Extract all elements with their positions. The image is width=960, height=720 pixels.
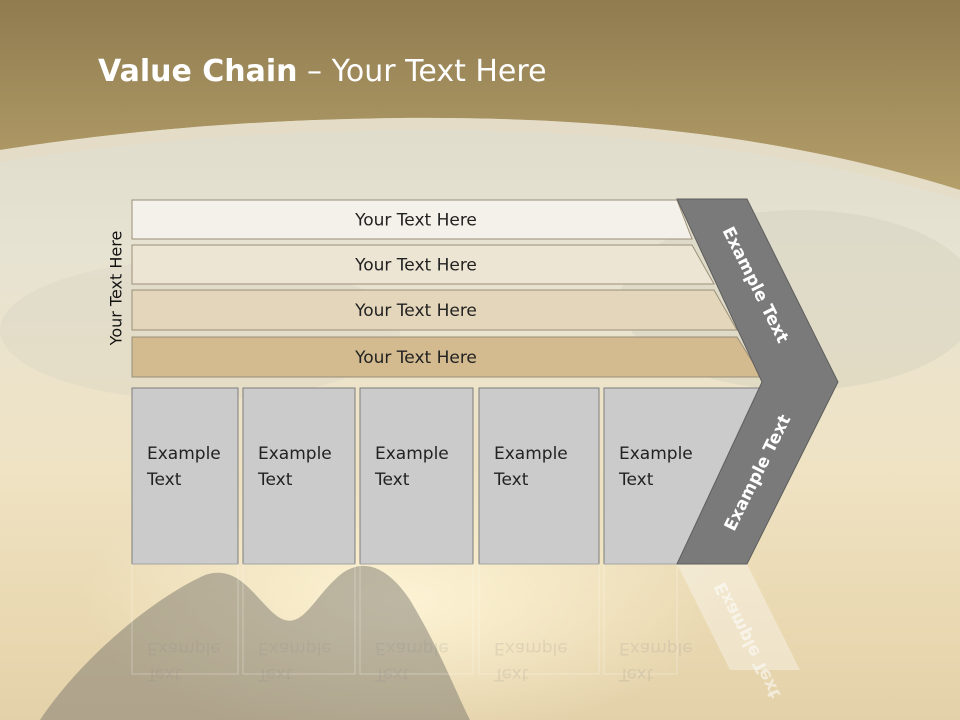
reflection-cell-1 — [131, 563, 239, 675]
reflection-cell-3 — [359, 563, 474, 675]
primary-cell-label-2-line1: Example — [258, 444, 332, 464]
title-rest-part: – Your Text Here — [297, 54, 547, 89]
primary-cell-3 — [359, 387, 474, 565]
slide-title: Value Chain – Your Text Here — [98, 54, 547, 89]
primary-cell-label-1-line2: Text — [146, 470, 182, 490]
reflection-cell-2 — [242, 563, 356, 675]
reflection-cell-label-2-line1: Example — [258, 638, 332, 658]
primary-cell-2 — [242, 387, 356, 565]
support-bar-label-1: Your Text Here — [354, 211, 477, 231]
title-bold-part: Value Chain — [98, 54, 298, 89]
primary-cell-label-2-line2: Text — [257, 470, 293, 490]
reflection-cell-label-4-line1: Example — [494, 638, 568, 658]
support-bar-label-3: Your Text Here — [354, 301, 477, 321]
reflection-cell-label-3-line1: Example — [375, 638, 449, 658]
reflection-cell-label-5-line2: Text — [618, 664, 654, 684]
primary-cell-label-5-line1: Example — [619, 444, 693, 464]
primary-cell-4 — [478, 387, 600, 565]
support-bar-label-2: Your Text Here — [354, 256, 477, 276]
primary-cell-label-3-line1: Example — [375, 444, 449, 464]
primary-cell-label-5-line2: Text — [618, 470, 654, 490]
reflection-cell-label-5-line1: Example — [619, 638, 693, 658]
support-bar-label-4: Your Text Here — [354, 348, 477, 368]
support-bar-2 — [131, 244, 715, 285]
reflection-cell-label-1-line2: Text — [146, 664, 182, 684]
reflection-cell-4 — [478, 563, 600, 675]
primary-cell-label-4-line2: Text — [493, 470, 529, 490]
primary-cell-label-1-line1: Example — [147, 444, 221, 464]
primary-cell-label-3-line2: Text — [374, 470, 410, 490]
reflection-cell-label-2-line2: Text — [257, 664, 293, 684]
primary-cell-label-4-line1: Example — [494, 444, 568, 464]
support-bar-3 — [131, 289, 738, 331]
reflection-chevron — [677, 564, 800, 670]
reflection-cell-label-3-line2: Text — [374, 664, 410, 684]
primary-cell-1 — [131, 387, 239, 565]
reflection-cell-label-4-line2: Text — [493, 664, 529, 684]
support-bar-1 — [131, 199, 693, 240]
chevron-shape — [676, 198, 839, 565]
reflection-cell-label-1-line1: Example — [147, 638, 221, 658]
